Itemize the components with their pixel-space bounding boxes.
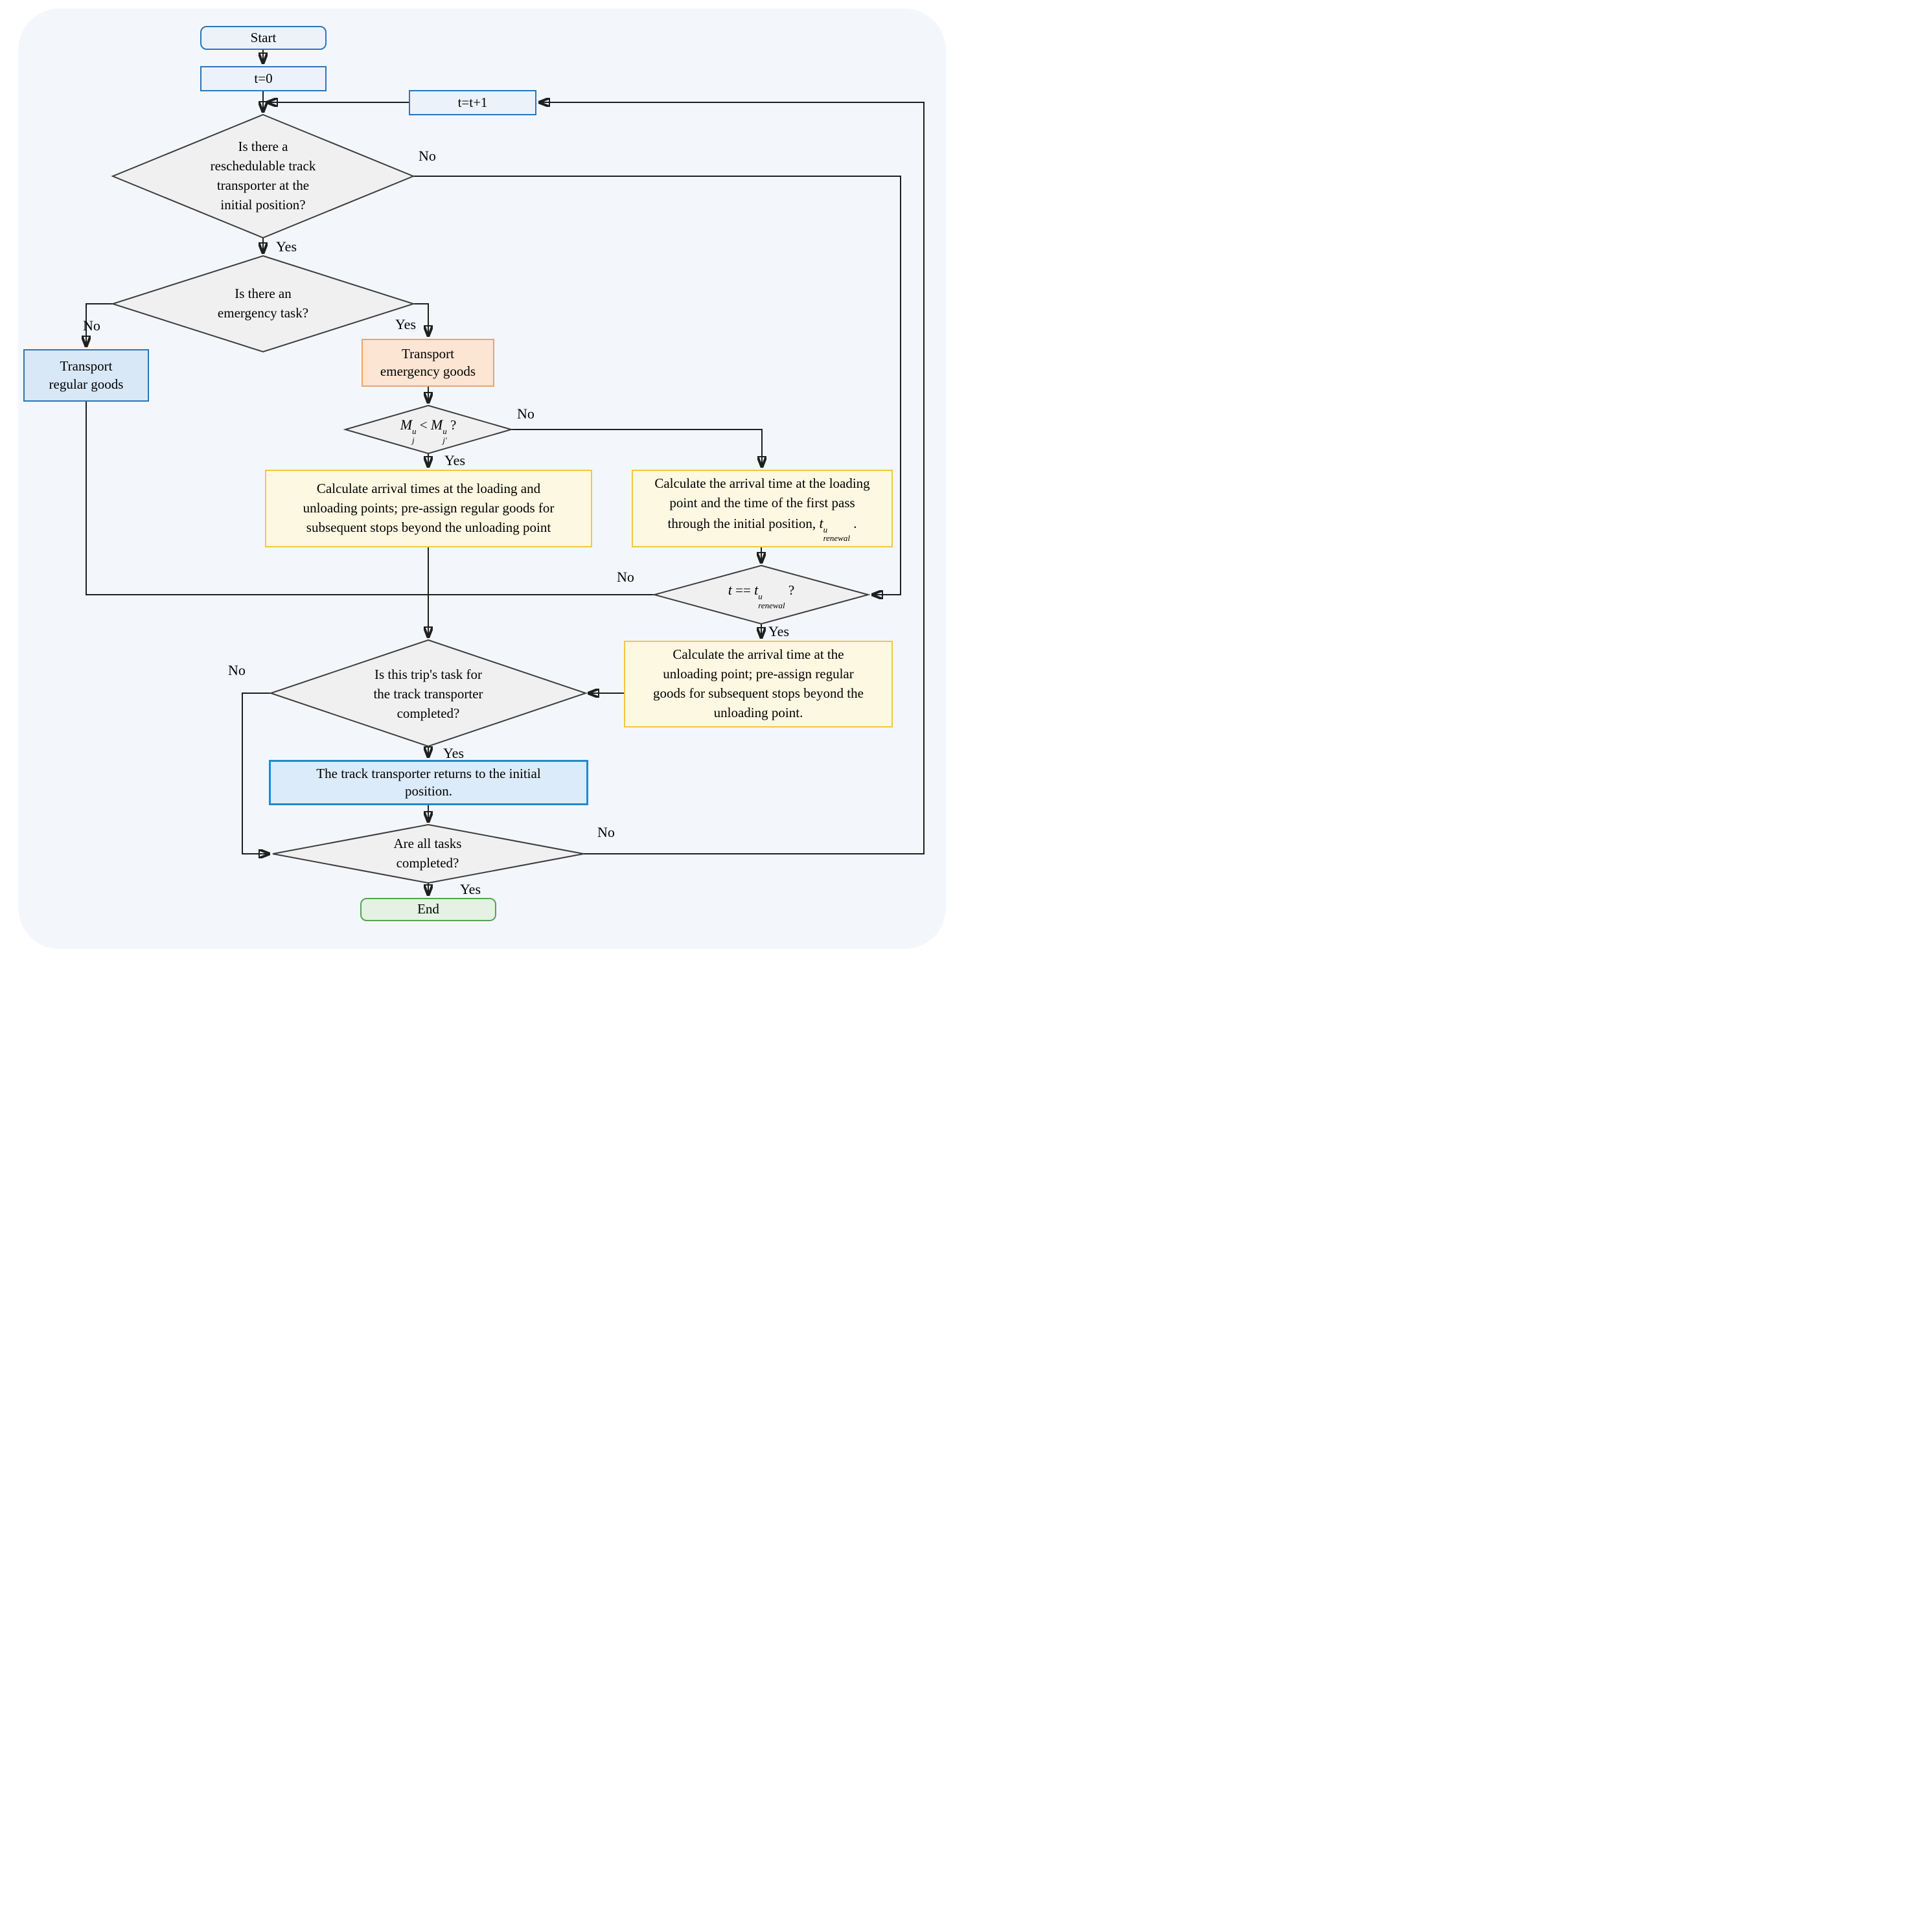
decision-capacity-shape: [343, 404, 514, 455]
label-d6-yes: Yes: [460, 881, 481, 897]
label-d5-yes: Yes: [443, 745, 465, 761]
start-node: Start: [200, 26, 327, 50]
flowchart-canvas: Start t=0 t=t+1 Transport regular goods …: [0, 0, 966, 957]
calc-loading-first-pass-node: Calculate the arrival time at the loadin…: [632, 470, 893, 547]
edge-d3-no: [511, 429, 762, 466]
label-d2-yes: Yes: [395, 316, 417, 332]
t-zero-node: t=0: [200, 66, 327, 91]
label-d1-no: No: [419, 148, 436, 164]
label-d3-no: No: [517, 406, 535, 422]
edge-d1-no: [413, 176, 901, 595]
end-node: End: [360, 898, 496, 921]
label-d4-yes: Yes: [768, 623, 790, 639]
t-increment-node: t=t+1: [409, 90, 536, 115]
label-d4-no: No: [617, 569, 634, 585]
decision-renewal-time-shape: [652, 564, 871, 625]
calc-unloading-preassign-node: Calculate the arrival time at the unload…: [624, 641, 893, 727]
calc-loading-unloading-node: Calculate arrival times at the loading a…: [265, 470, 592, 547]
edge-d6-no-return: [540, 102, 925, 854]
label-d3-yes: Yes: [444, 452, 466, 468]
decision-reschedulable-shape: [111, 113, 415, 239]
return-initial-position-node: The track transporter returns to the ini…: [269, 760, 588, 805]
decision-emergency-shape: [110, 255, 416, 353]
decision-all-tasks-shape: [272, 823, 584, 884]
edge-regular-d4no-merge: [86, 402, 654, 595]
label-d1-yes: Yes: [276, 238, 297, 255]
edge-d2-yes: [413, 303, 428, 336]
transport-emergency-goods-node: Transport emergency goods: [362, 339, 494, 387]
edge-d2-no: [86, 303, 113, 346]
edge-d5-no: [242, 693, 271, 854]
label-d5-no: No: [228, 662, 246, 678]
transport-regular-goods-node: Transport regular goods: [23, 349, 149, 402]
label-d6-no: No: [597, 824, 615, 840]
decision-trip-task-shape: [268, 639, 588, 748]
flow-connectors: [0, 50, 925, 957]
label-d2-no: No: [83, 317, 100, 334]
